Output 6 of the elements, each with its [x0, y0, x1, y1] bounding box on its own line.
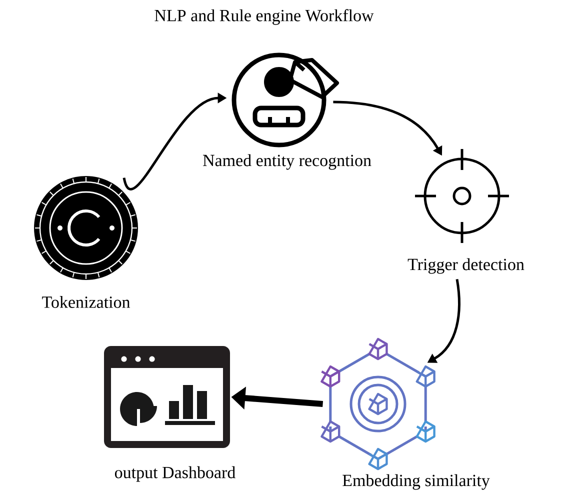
node-label: output Dashboard	[114, 466, 236, 482]
node-label: Named entity recogntion	[203, 154, 372, 170]
node-label: Trigger detection	[408, 258, 524, 274]
node-label: Embedding similarity	[342, 474, 490, 490]
node-label: Tokenization	[42, 296, 130, 308]
title: NLP and Rule engine Workflow	[154, 9, 374, 25]
